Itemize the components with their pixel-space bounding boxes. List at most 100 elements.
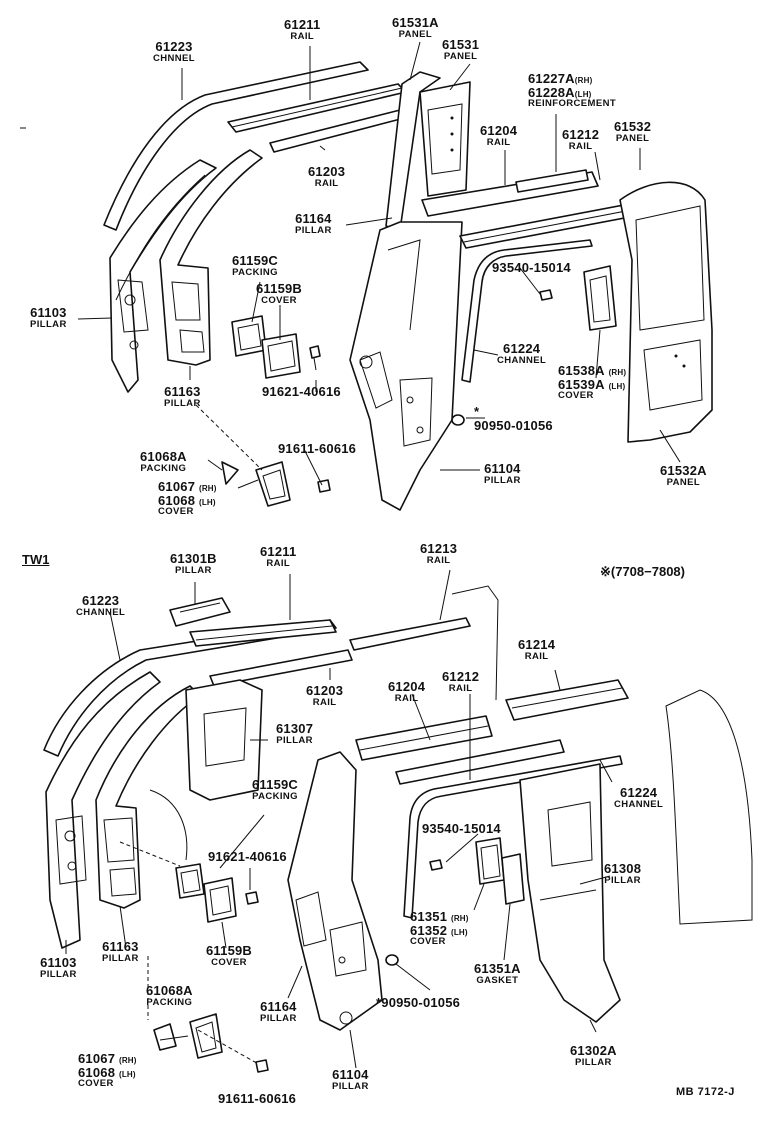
part-number: 61204 xyxy=(480,123,518,138)
part-number: 61164 xyxy=(260,999,297,1014)
label-61159b-cover-lower: 61159B COVER xyxy=(206,944,252,968)
label-61164-pillar-upper: 61164 PILLAR xyxy=(295,212,332,236)
part-number: 61213 xyxy=(420,541,458,556)
part-number: 93540-15014 xyxy=(492,260,571,275)
part-number: 90950-01056 xyxy=(381,995,461,1010)
part-number: 61211 xyxy=(260,544,297,559)
part-number: 61301B xyxy=(170,551,217,566)
part-number: 61307 xyxy=(276,721,314,736)
part-name: PILLAR xyxy=(260,1012,297,1024)
rear-panel-outline-lower xyxy=(451,585,753,925)
part-name: PILLAR xyxy=(484,474,521,486)
part-number: 61068 xyxy=(158,492,196,508)
part-number: 61067 xyxy=(158,479,196,494)
part-name: REINFORCEMENT xyxy=(528,98,617,110)
pillar-61104-lower xyxy=(287,751,383,1031)
part-number: 61351 xyxy=(410,909,448,924)
label-61163-pillar-lower: 61163 PILLAR xyxy=(102,940,139,964)
label-61103-pillar-upper: 61103 PILLAR xyxy=(30,306,67,330)
part-number: 90950-01056 xyxy=(474,417,553,433)
label-61203-rail-upper: 61203 RAIL xyxy=(308,165,345,189)
rail-61203-lower xyxy=(209,649,353,687)
label-61227a-reinforcement-upper: 61227A(RH) 61228A(LH) REINFORCEMENT xyxy=(528,72,616,109)
label-61212-rail-upper: 61212 RAIL xyxy=(562,128,599,152)
screw-93540-lower xyxy=(429,859,443,871)
side-suffix: (LH) xyxy=(450,927,468,937)
label-61204-rail-upper: 61204 RAIL xyxy=(480,124,517,148)
label-61159b-cover-upper: 61159B COVER xyxy=(256,282,302,306)
part-name: PACKING xyxy=(232,266,278,278)
part-number: 61539A xyxy=(558,376,605,392)
part-name: PILLAR xyxy=(604,874,641,886)
label-61224-channel-lower: 61224 CHANNEL xyxy=(614,786,663,810)
side-suffix: (LH) xyxy=(608,381,626,391)
part-number: 61351A xyxy=(474,961,521,976)
label-90950-upper: *90950-01056 xyxy=(474,405,553,432)
part-name: RAIL xyxy=(312,696,337,708)
section-tag-tw1: TW1 xyxy=(22,552,50,567)
packing-61159c-lower xyxy=(175,863,205,899)
part-number: 61103 xyxy=(30,305,67,320)
part-number: 61212 xyxy=(562,127,600,142)
part-number: 61103 xyxy=(40,955,77,970)
part-number: 91621-40616 xyxy=(262,384,341,399)
cover-61538a-upper xyxy=(583,265,617,331)
part-number: 61224 xyxy=(620,785,658,800)
side-suffix: (RH) xyxy=(574,76,593,85)
cover-61351-lower xyxy=(475,837,505,885)
label-93540-upper: 93540-15014 xyxy=(492,261,571,275)
pillar-61104-upper xyxy=(349,221,463,511)
part-name: RAIL xyxy=(486,136,511,148)
part-name: PACKING xyxy=(146,996,193,1008)
side-suffix: (LH) xyxy=(198,497,216,507)
part-number: 61163 xyxy=(164,384,201,399)
label-61531-panel-upper: 61531 PANEL xyxy=(442,38,479,62)
label-61163-pillar-upper: 61163 PILLAR xyxy=(164,385,201,409)
part-name: PANEL xyxy=(615,132,650,144)
part-number: 61227A xyxy=(528,71,575,86)
reference-code: MB 7172-J xyxy=(676,1086,735,1098)
channel-61224-lower xyxy=(403,755,623,919)
part-number: 91611-60616 xyxy=(278,441,357,456)
part-name: PILLAR xyxy=(164,397,201,409)
bolt-91611-lower xyxy=(255,1059,269,1073)
label-61532a-panel-upper: 61532A PANEL xyxy=(660,464,707,488)
part-number: 61211 xyxy=(284,17,321,32)
part-name: PILLAR xyxy=(575,1056,612,1068)
packing-61159c-upper xyxy=(231,315,267,357)
part-number: 61223 xyxy=(155,39,193,54)
rail-61211-lower xyxy=(189,619,337,647)
label-61301b-pillar-lower: 61301B PILLAR xyxy=(170,552,217,576)
part-number: 61159C xyxy=(252,777,299,792)
label-61212-rail-lower: 61212 RAIL xyxy=(442,670,479,694)
label-61204-rail-lower: 61204 RAIL xyxy=(388,680,425,704)
label-61159c-packing-lower: 61159C PACKING xyxy=(252,778,298,802)
part-number: 61214 xyxy=(518,637,556,652)
label-61351-cover-lower: 61351 (RH) 61352 (LH) COVER xyxy=(410,910,469,947)
label-61068a-packing-lower: 61068A PACKING xyxy=(146,984,193,1008)
part-name: PILLAR xyxy=(30,318,67,330)
part-number: 61068A xyxy=(140,449,187,464)
date-note: ※(7708−7808) xyxy=(600,564,685,579)
part-number: 61203 xyxy=(306,683,344,698)
side-suffix: (RH) xyxy=(198,484,217,493)
part-number: 61104 xyxy=(332,1067,369,1082)
channel-61224-upper xyxy=(461,239,593,383)
part-name: RAIL xyxy=(426,554,451,566)
part-name: PILLAR xyxy=(102,952,139,964)
label-93540-lower: 93540-15014 xyxy=(422,822,501,836)
part-name: COVER xyxy=(558,390,594,402)
cover-61067-upper xyxy=(255,461,291,507)
part-number: 61532 xyxy=(614,119,652,134)
label-61104-pillar-upper: 61104 PILLAR xyxy=(484,462,521,486)
label-61223-channel-lower: 61223 CHANNEL xyxy=(76,594,125,618)
label-61532-panel-upper: 61532 PANEL xyxy=(614,120,651,144)
upper-leader-lines xyxy=(77,41,681,489)
side-suffix: (RH) xyxy=(450,914,469,923)
label-61203-rail-lower: 61203 RAIL xyxy=(306,684,343,708)
part-number: 91611-60616 xyxy=(218,1091,297,1106)
side-suffix: (RH) xyxy=(118,1056,137,1065)
bolt-91611-upper xyxy=(317,479,331,493)
pillar-61308-lower xyxy=(519,763,621,1023)
